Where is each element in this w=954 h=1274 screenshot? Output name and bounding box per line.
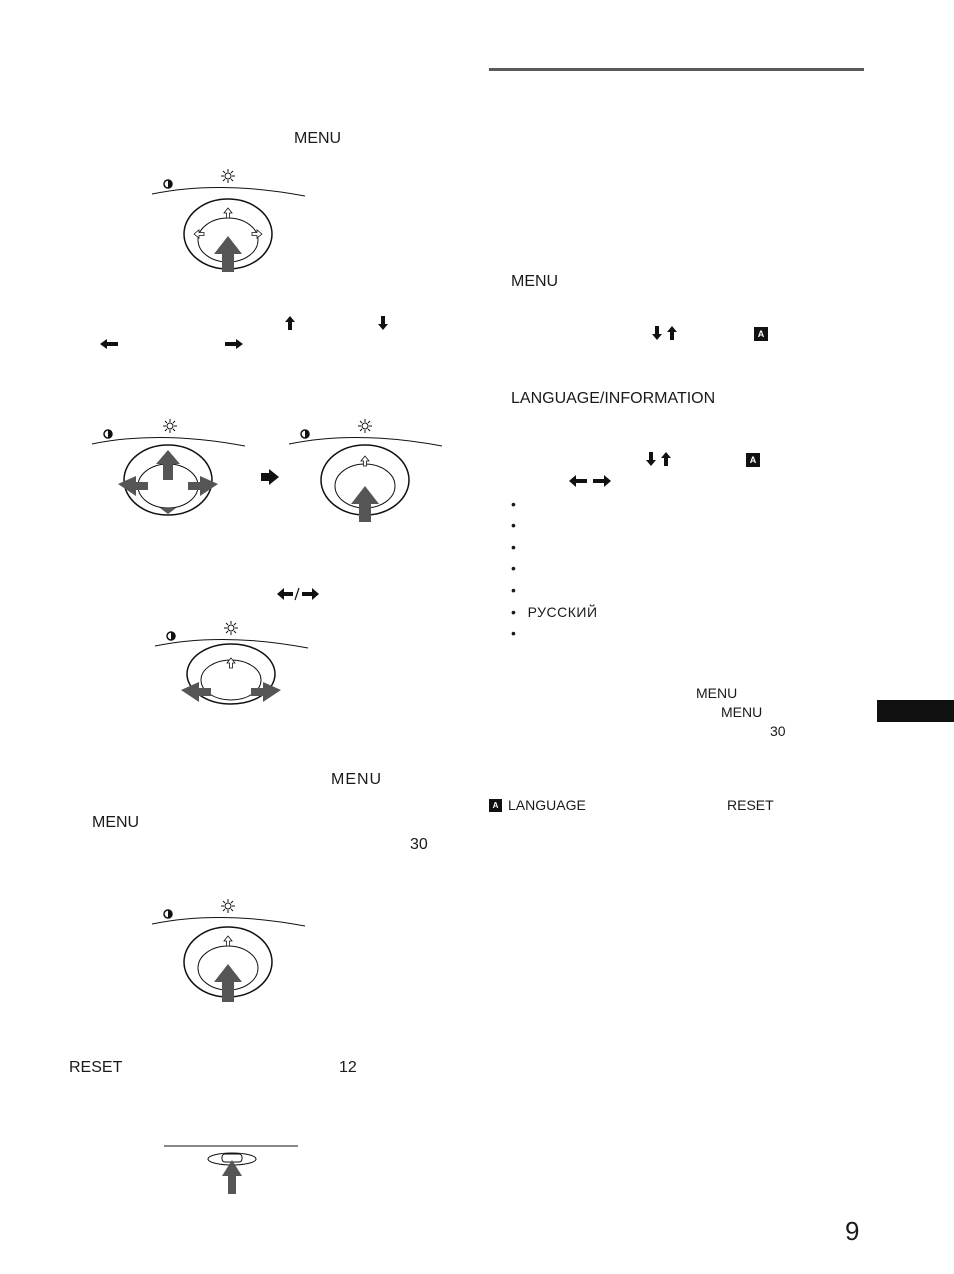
section-label: LANGUAGE/INFORMATION: [511, 390, 716, 407]
contrast-icon: [166, 631, 176, 641]
seconds-number: 30: [410, 836, 428, 853]
contrast-icon: [103, 429, 113, 439]
contrast-icon: [163, 179, 173, 189]
list-item: • РУССКИЙ: [511, 604, 598, 620]
left-right-arrow-icon: [277, 587, 319, 601]
contrast-icon: [163, 909, 173, 919]
up-arrow-icon: [285, 316, 295, 330]
menu-label-1: MENU: [294, 130, 342, 147]
list-item: •: [511, 625, 528, 641]
page-number: 9: [845, 1216, 860, 1246]
list-item: •: [511, 517, 528, 533]
control-diagram-move: [91, 419, 246, 516]
list-item: •: [511, 582, 528, 598]
sequence-arrow-icon: [261, 469, 279, 485]
header-rule: [489, 68, 864, 71]
language-menu-icon: A: [489, 799, 502, 812]
menu-label-2: MENU: [331, 771, 383, 788]
menu-label-right: MENU: [511, 273, 559, 290]
language-menu-icon: A: [746, 453, 760, 467]
down-up-arrow-icon: [646, 452, 671, 466]
note-number: 30: [770, 723, 786, 739]
note-menu-2: MENU: [721, 704, 763, 720]
list-item: •: [511, 560, 528, 576]
reset-label-left: RESET: [69, 1059, 123, 1076]
language-menu-icon: A: [754, 327, 768, 341]
section-tab: [877, 700, 954, 722]
language-label: LANGUAGE: [508, 797, 586, 813]
reset-button-diagram: [164, 1145, 298, 1194]
control-diagram-press-2: [288, 419, 443, 522]
page-reference-number: 12: [339, 1059, 357, 1076]
right-arrow-icon: [225, 339, 243, 349]
note-menu-1: MENU: [696, 685, 738, 701]
menu-label-3: MENU: [92, 814, 140, 831]
brightness-icon: [221, 169, 235, 183]
control-diagram-press-3: [151, 899, 306, 1002]
control-diagram-left-right: [154, 621, 309, 705]
list-item: •: [511, 496, 528, 512]
contrast-icon: [300, 429, 310, 439]
left-right-arrow-icon: [569, 475, 611, 487]
down-up-arrow-icon: [652, 326, 677, 340]
down-arrow-icon: [378, 316, 388, 330]
control-diagram-press-1: [151, 169, 306, 272]
reset-label-right: RESET: [727, 797, 774, 813]
list-item: •: [511, 539, 528, 555]
left-arrow-icon: [100, 339, 118, 349]
